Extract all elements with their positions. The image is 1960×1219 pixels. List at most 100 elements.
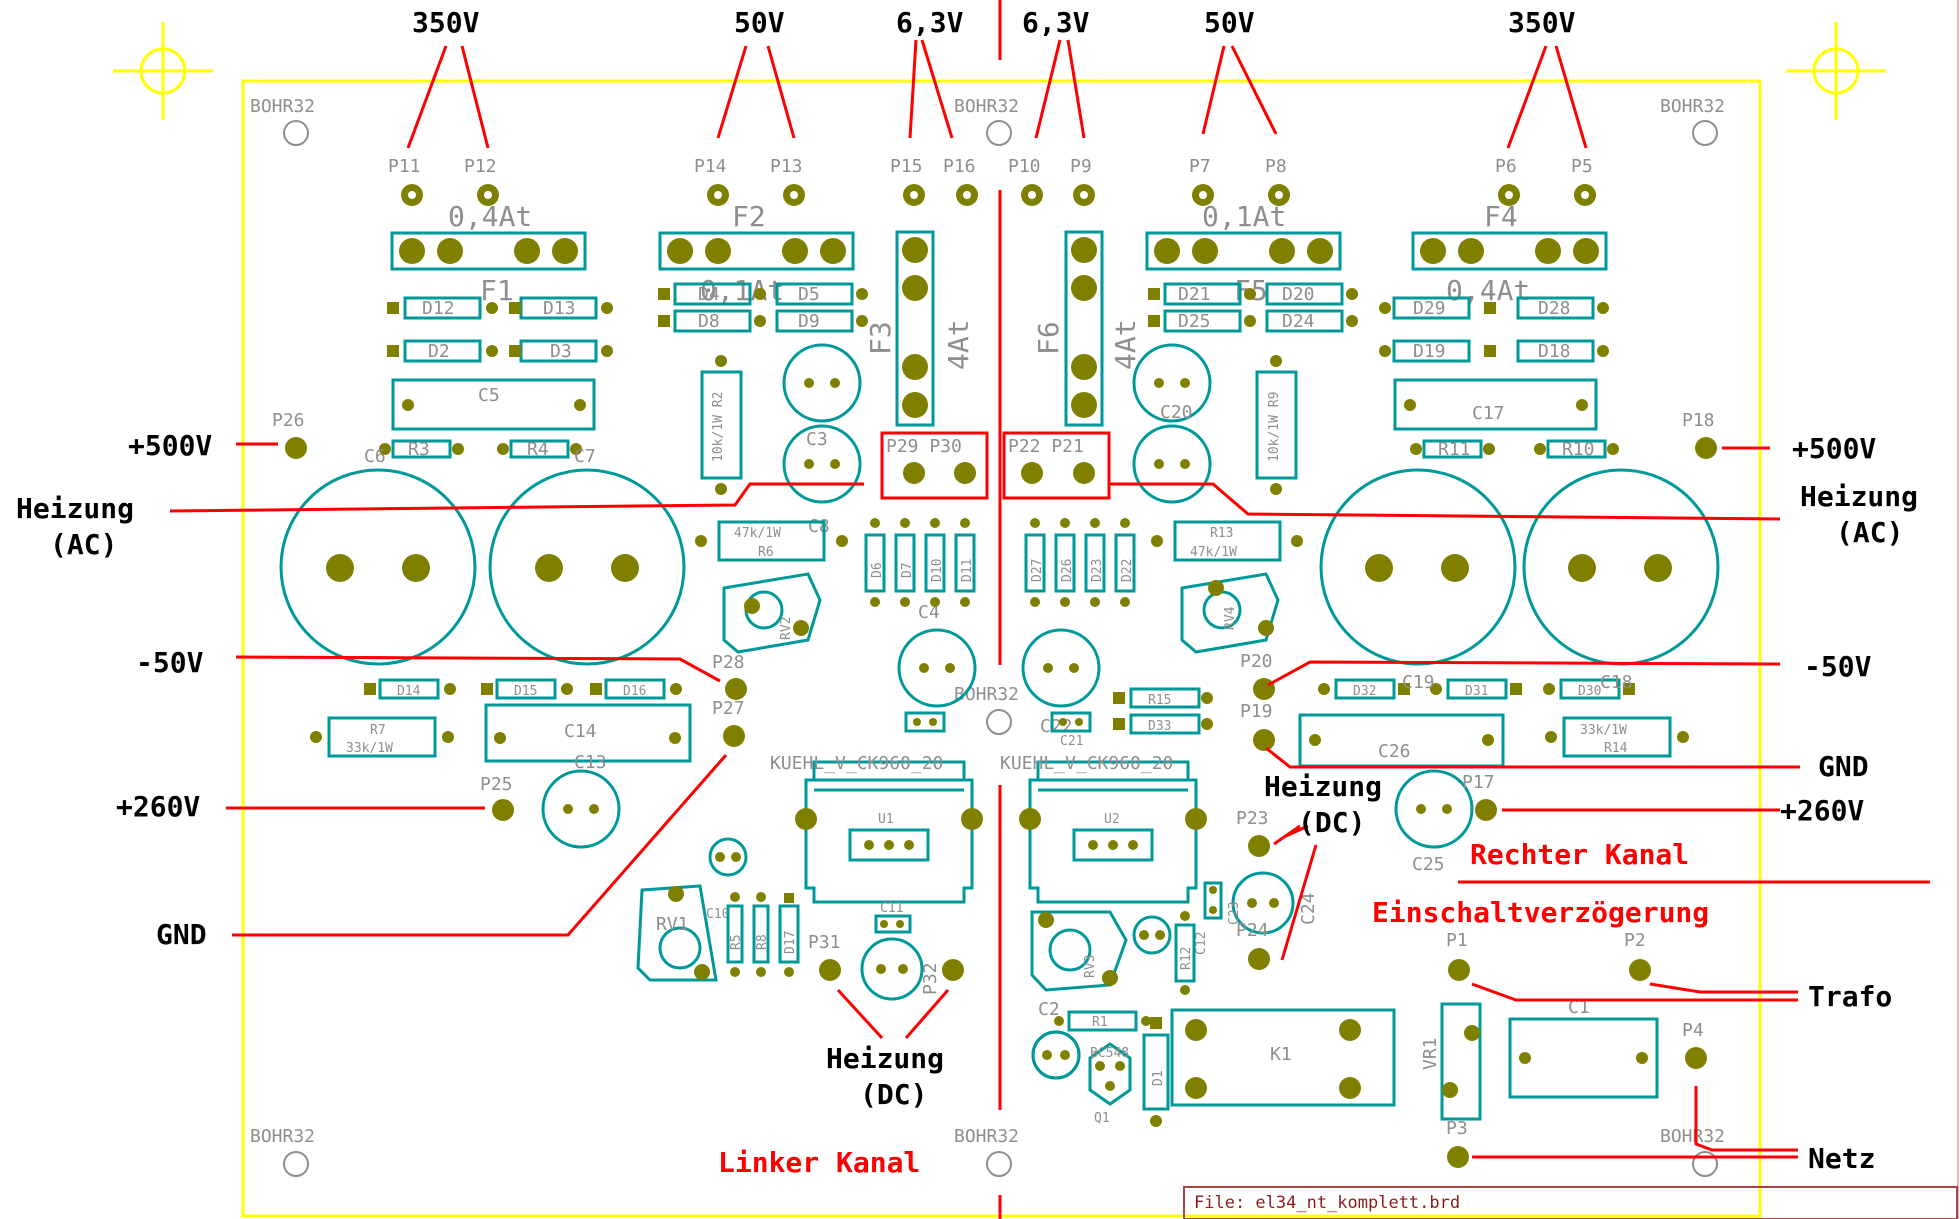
label-r7: R7 bbox=[370, 723, 386, 738]
pad-label-p8: P8 bbox=[1265, 156, 1287, 177]
label-rechter-kanal: Rechter Kanal bbox=[1470, 838, 1689, 871]
label-d31: D31 bbox=[1465, 684, 1488, 699]
label-d17: D17 bbox=[783, 931, 798, 954]
pad-label-p5: P5 bbox=[1571, 156, 1593, 177]
pad-label-p18: P18 bbox=[1682, 410, 1715, 431]
label-d30: D30 bbox=[1578, 684, 1601, 699]
label-d26: D26 bbox=[1060, 559, 1075, 582]
label-d3: D3 bbox=[550, 341, 572, 362]
fuse-f1-name: F1 bbox=[480, 274, 514, 307]
label-r9: 10k/1W R9 bbox=[1267, 392, 1282, 462]
label-d4: D4 bbox=[698, 284, 720, 305]
lower-trimmers bbox=[636, 881, 1223, 995]
label-350v-right: 350V bbox=[1508, 6, 1576, 39]
file-name: File: el34_nt_komplett.brd bbox=[1194, 1193, 1460, 1213]
pad-label-p10: P10 bbox=[1008, 156, 1041, 177]
label-k1: K1 bbox=[1270, 1044, 1292, 1065]
pad-label-p26: P26 bbox=[272, 410, 305, 431]
label-q1: Q1 bbox=[1094, 1111, 1110, 1126]
label-c17: C17 bbox=[1472, 403, 1505, 424]
label-heizung-dc-right: Heizung bbox=[1264, 770, 1382, 803]
label-p22-p21: P22 P21 bbox=[1008, 436, 1084, 457]
label-dc-right: (DC) bbox=[1298, 806, 1365, 839]
pad-label-p6: P6 bbox=[1495, 156, 1517, 177]
pad-label-p25: P25 bbox=[480, 774, 513, 795]
label-r14: R14 bbox=[1604, 741, 1628, 756]
label-50v-right: 50V bbox=[1204, 6, 1255, 39]
fuse-f1-value: 0,4At bbox=[448, 200, 532, 233]
pad-label-p2: P2 bbox=[1624, 930, 1646, 951]
annotation-lines bbox=[169, 39, 1800, 1159]
heater-ac-connectors bbox=[880, 431, 1111, 500]
fuse-f6-value: 4At bbox=[1109, 319, 1142, 370]
label-d9: D9 bbox=[798, 311, 820, 332]
label-heatsink-1: KUEHL_V_CK960_20 bbox=[770, 753, 943, 774]
label-63v-right: 6,3V bbox=[1022, 6, 1090, 39]
label-c25: C25 bbox=[1412, 854, 1445, 875]
label-ac-right: (AC) bbox=[1836, 516, 1903, 549]
label-heizung-dc-left: Heizung bbox=[826, 1042, 944, 1075]
label-m50v-left: -50V bbox=[136, 646, 204, 679]
delay-circuit-parts bbox=[1031, 1002, 1482, 1127]
label-einschaltverzoegerung: Einschaltverzögerung bbox=[1372, 896, 1709, 929]
label-trafo: Trafo bbox=[1808, 980, 1892, 1013]
pad-label-p27: P27 bbox=[712, 698, 745, 719]
pad-label-p4: P4 bbox=[1682, 1020, 1704, 1041]
label-63v-left: 6,3V bbox=[896, 6, 964, 39]
label-d29: D29 bbox=[1413, 298, 1446, 319]
label-c18: C18 bbox=[1600, 672, 1633, 693]
label-d10: D10 bbox=[930, 559, 945, 582]
label-bc548: BC548 bbox=[1090, 1046, 1129, 1061]
label-r3: R3 bbox=[408, 439, 430, 460]
label-d24: D24 bbox=[1282, 311, 1315, 332]
box-capacitors bbox=[391, 378, 1659, 1099]
pad-label-p31: P31 bbox=[808, 932, 841, 953]
label-m50v-right: -50V bbox=[1804, 650, 1872, 683]
vertical-diodes bbox=[864, 518, 1136, 607]
label-d27: D27 bbox=[1030, 559, 1045, 582]
label-c2: C2 bbox=[1038, 999, 1060, 1020]
bohr-bc: BOHR32 bbox=[954, 1126, 1019, 1147]
label-d11: D11 bbox=[960, 559, 975, 582]
fuse-f2-name: F2 bbox=[732, 200, 766, 233]
label-260v-right: +260V bbox=[1780, 794, 1864, 827]
pad-label-p14: P14 bbox=[694, 156, 727, 177]
label-500v-left: +500V bbox=[128, 429, 212, 462]
small-center-parts bbox=[904, 687, 1213, 735]
pad-label-p15: P15 bbox=[890, 156, 923, 177]
label-linker-kanal: Linker Kanal bbox=[718, 1146, 920, 1179]
pad-label-p24: P24 bbox=[1236, 920, 1269, 941]
label-r13: R13 bbox=[1210, 526, 1233, 541]
label-r10: R10 bbox=[1562, 439, 1595, 460]
label-c21: C21 bbox=[1060, 734, 1083, 749]
label-c12: C12 bbox=[1194, 932, 1209, 955]
label-r1: R1 bbox=[1092, 1015, 1108, 1030]
bohr-br: BOHR32 bbox=[1660, 1126, 1725, 1147]
trimmer-pots bbox=[722, 572, 1280, 654]
pad-label-p32: P32 bbox=[920, 962, 941, 995]
label-ac-left: (AC) bbox=[50, 528, 117, 561]
label-rv2: RV2 bbox=[779, 617, 794, 640]
pad-label-p12: P12 bbox=[464, 156, 497, 177]
label-50v-left: 50V bbox=[734, 6, 785, 39]
label-c23: C23 bbox=[1227, 902, 1242, 925]
diode-pads bbox=[387, 288, 1609, 357]
label-c3: C3 bbox=[806, 429, 828, 450]
small-resistors bbox=[379, 439, 1619, 459]
large-electrolytic-capacitors bbox=[279, 468, 1720, 666]
bohr-tc: BOHR32 bbox=[954, 96, 1019, 117]
channel-divider bbox=[998, 0, 1930, 1219]
label-d15: D15 bbox=[514, 684, 537, 699]
fuse-f3-value: 4At bbox=[942, 319, 975, 370]
label-d13: D13 bbox=[543, 298, 576, 319]
label-u1: U1 bbox=[878, 812, 894, 827]
bohr-tl: BOHR32 bbox=[250, 96, 315, 117]
label-c26: C26 bbox=[1378, 741, 1411, 762]
label-d16: D16 bbox=[623, 684, 646, 699]
label-d19: D19 bbox=[1413, 341, 1446, 362]
vertical-resistors bbox=[700, 355, 1298, 495]
label-d6: D6 bbox=[870, 562, 885, 578]
label-d1: D1 bbox=[1151, 1070, 1166, 1086]
lower-power-resistors bbox=[310, 716, 1689, 758]
fuse-f4-value: 0,4At bbox=[1446, 274, 1530, 307]
